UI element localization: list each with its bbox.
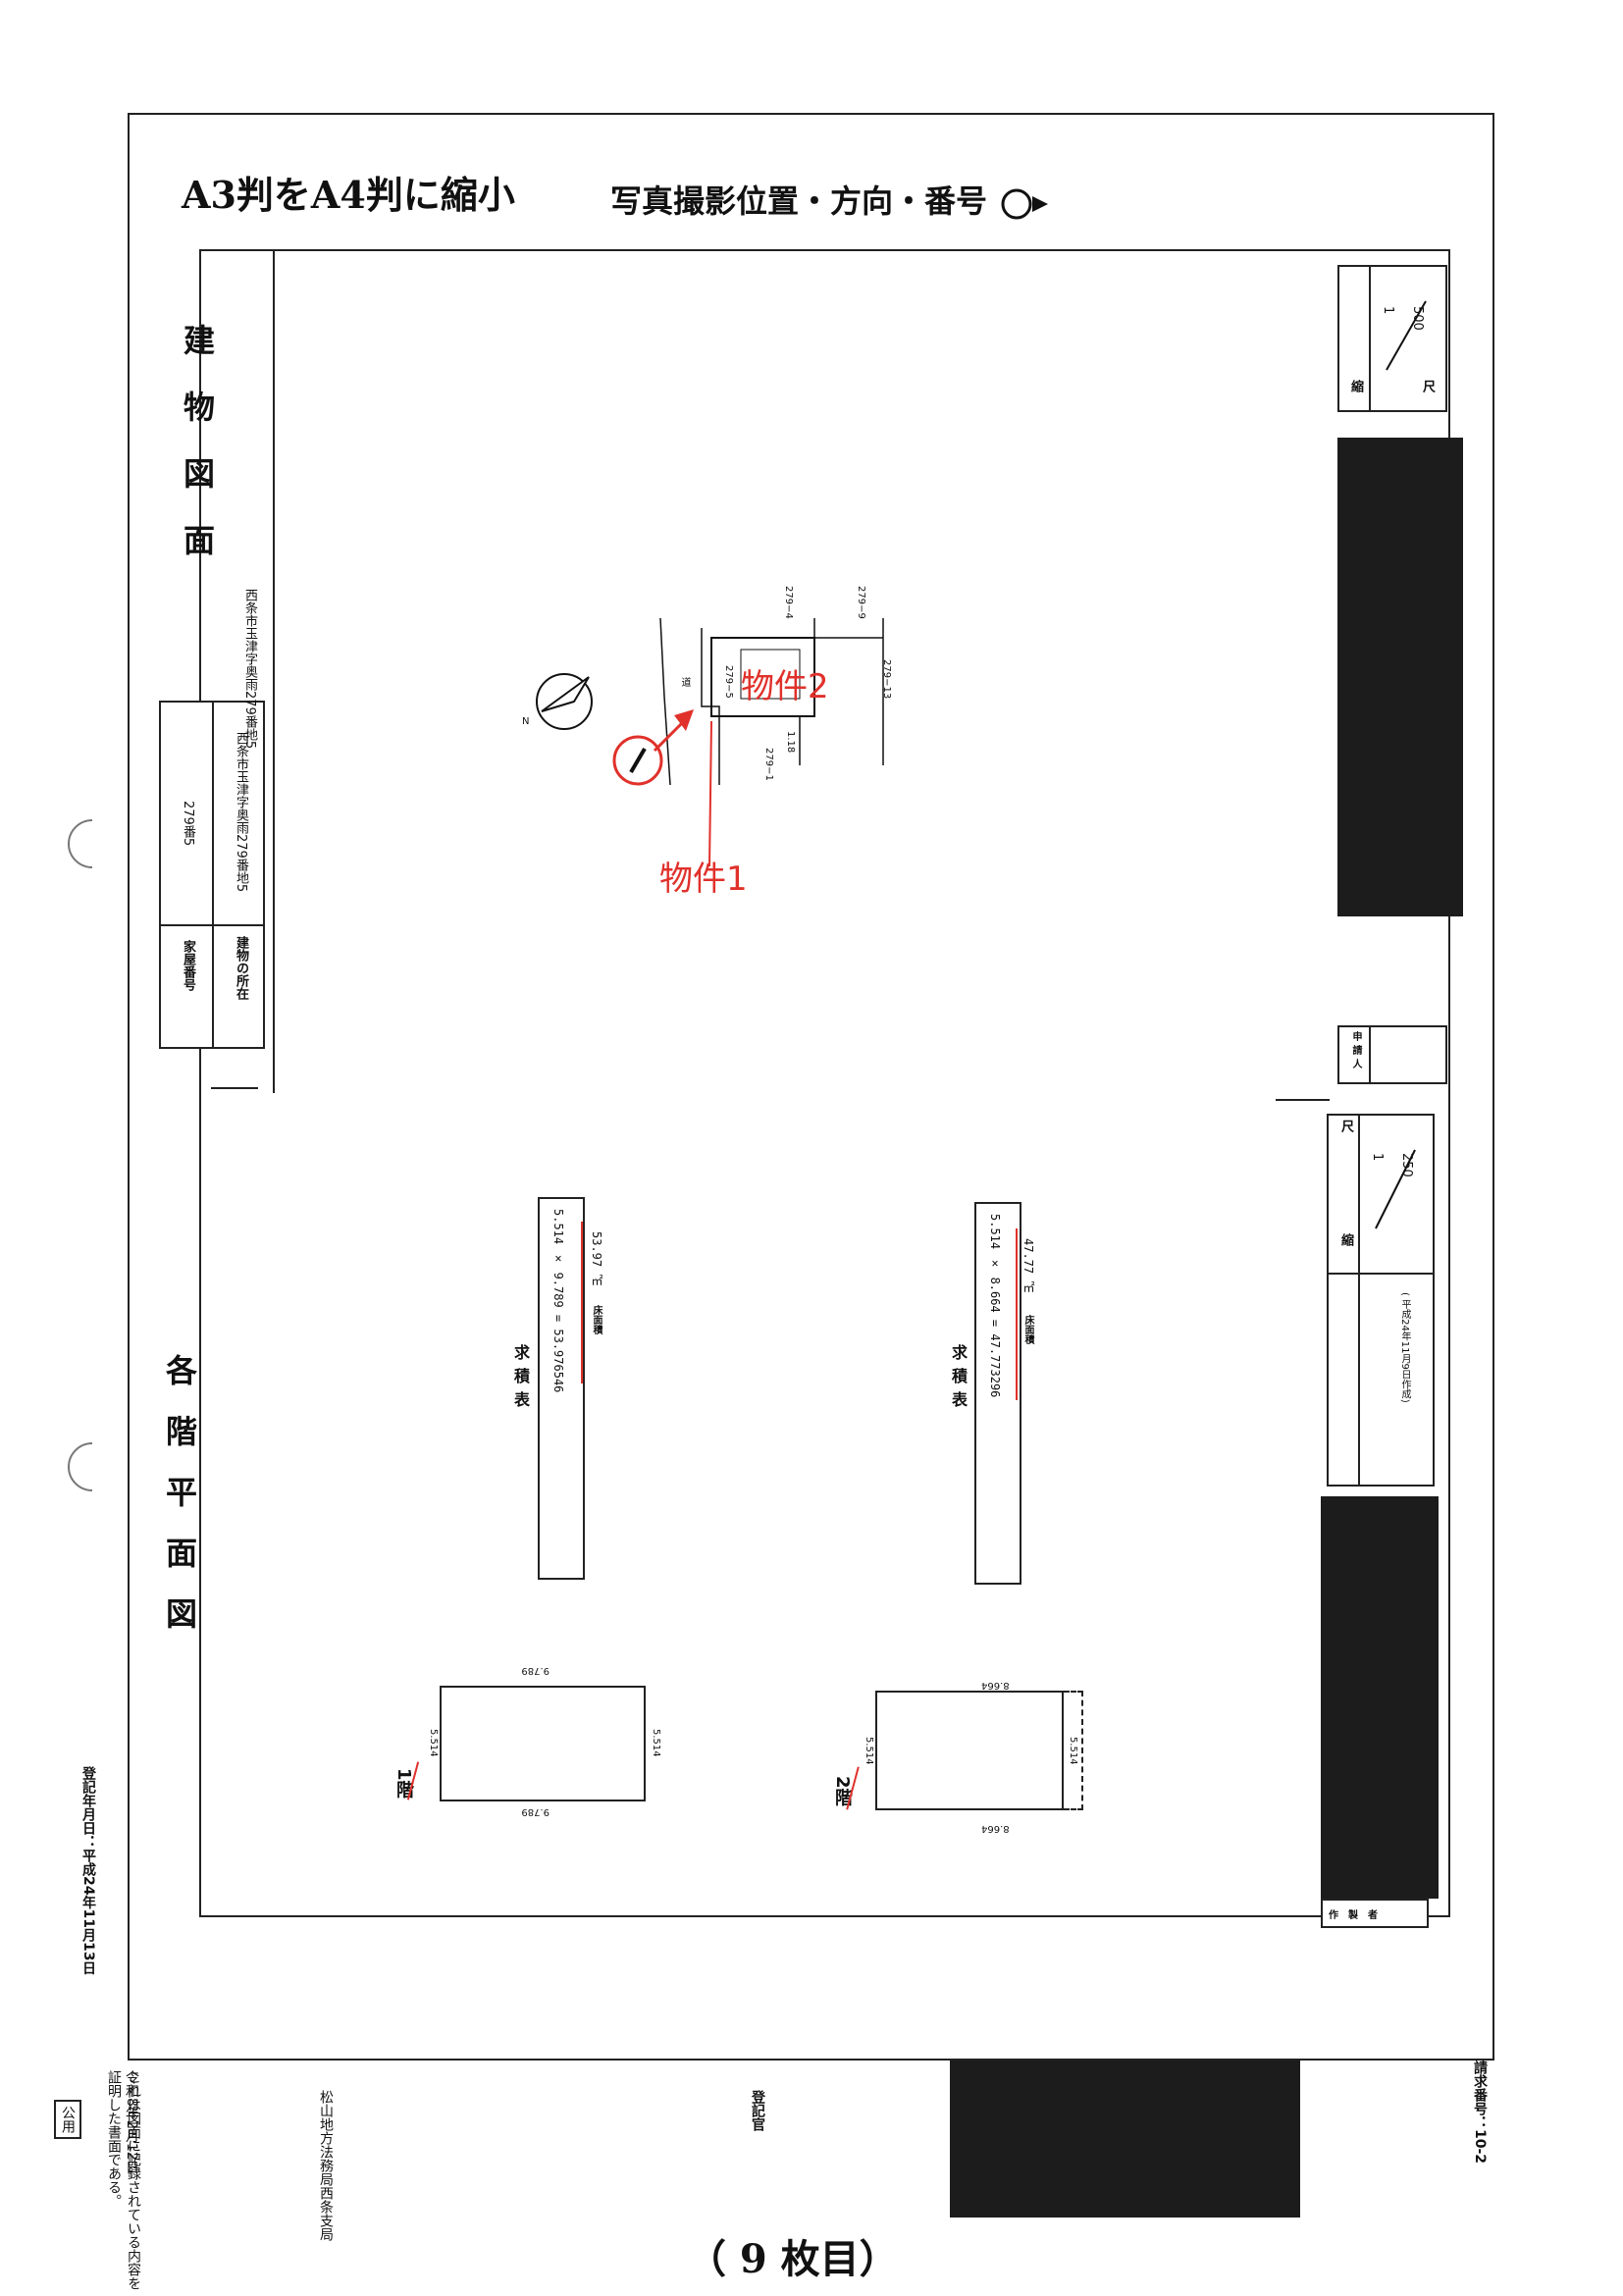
house-number-label: 家屋番号 [181, 940, 195, 991]
camera-position-marker [612, 709, 712, 867]
property-1-annotation: 物件1 [659, 860, 748, 899]
red-underline [1016, 1228, 1018, 1400]
floor-2-dim-right: 5.514 [1068, 1737, 1078, 1765]
area-table-2-title: 求積表 [949, 1344, 968, 1415]
lot-279-9: 279−9 [856, 586, 866, 619]
building-plan-title: 建物図面 [179, 324, 216, 591]
area-table-1: 5.514 × 9.789 = 53.976546 [538, 1197, 585, 1580]
lot-279-13: 279−13 [881, 659, 892, 700]
floor-2-label: 2階 [832, 1776, 853, 1806]
lot-dimension: 1.18 [785, 731, 796, 754]
redacted-block [1337, 438, 1463, 916]
lot-279-4: 279−4 [783, 586, 794, 619]
request-number: 請求番号：10-2 [1472, 2061, 1488, 2165]
floor-2-outline [875, 1691, 1064, 1810]
scale-denominator: 500 [1410, 306, 1425, 331]
punch-hole-icon [68, 819, 93, 868]
location-value: 西条市玉津字奥雨279番地5 [234, 732, 248, 893]
certify-line-2: 令和8年2月12日 [124, 2070, 139, 2174]
applicant-box: 申請人 [1337, 1025, 1447, 1084]
floor-1-dim-top: 9.789 [521, 1665, 550, 1676]
road-label: 道 [679, 677, 690, 687]
floor-2-dim-bottom: 8.664 [981, 1823, 1010, 1834]
scale-box-top: 縮 尺 1 500 [1337, 265, 1447, 412]
scale-numerator: 1 [1381, 306, 1395, 315]
floor-1-dim-right: 5.514 [651, 1729, 661, 1757]
area-result-1: 53.97 ㎡ [590, 1231, 603, 1286]
title-strip-divider [273, 249, 275, 1093]
area-result-label-1: 床面積 [591, 1305, 602, 1334]
north-arrow-icon [536, 673, 593, 730]
location-value-top: 西条市玉津字奥雨279番地5 [242, 589, 257, 750]
floor-2-dim-left: 5.514 [864, 1737, 874, 1765]
lot-279-1: 279−1 [763, 748, 774, 781]
scale-box-bottom: 縮 尺 1 250 ( 平成24年11月9日作成) [1327, 1114, 1435, 1487]
punch-hole-icon [68, 1442, 93, 1491]
reduction-note: A3判をA4判に縮小 [182, 173, 515, 217]
redacted-seal [950, 2061, 1300, 2218]
maker-label: 作製者 [1329, 1910, 1387, 1921]
floor-2-upper-outline [1064, 1691, 1083, 1810]
registry-office: 松山地方法務局西条支局 [318, 2090, 334, 2241]
tick-mark [1276, 1099, 1330, 1101]
floor-1-dim-bottom: 9.789 [521, 1806, 550, 1817]
applicant-label: 申請人 [1350, 1031, 1361, 1072]
public-stamp: 公用 [54, 2100, 81, 2139]
registration-date: 登記年月日：平成24年11月13日 [80, 1766, 96, 1975]
photo-position-note: 写真撮影位置・方向・番号 [610, 183, 988, 220]
area-formula-1: 5.514 × 9.789 = 53.976546 [551, 1209, 565, 1393]
site-map [659, 617, 884, 785]
info-table: 家屋番号 279番5 建物の所在 西条市玉津字奥雨279番地5 [159, 701, 265, 1049]
area-formula-2: 5.514 × 8.664 = 47.773296 [988, 1214, 1002, 1398]
tick-mark [211, 1087, 258, 1089]
red-underline [581, 1222, 583, 1383]
floor-1-dim-left: 5.514 [428, 1729, 439, 1757]
area-result-2: 47.77 ㎡ [1021, 1238, 1035, 1293]
lot-279-5: 279−5 [723, 665, 734, 699]
floor-1-outline [440, 1686, 646, 1801]
area-result-label-2: 床面積 [1022, 1315, 1033, 1344]
redacted-block [1321, 1496, 1439, 1899]
north-label: N [522, 716, 530, 727]
maker-box: 作製者 [1321, 1899, 1429, 1928]
creation-date: ( 平成24年11月9日作成) [1399, 1292, 1410, 1403]
certify-line-1: これは図面に記録されている内容を証明した書面である。 [106, 2070, 141, 2290]
page-count: （ 9 枚目） [687, 2236, 899, 2282]
drawing-frame [199, 249, 1450, 1917]
property-2-annotation: 物件2 [741, 667, 829, 706]
camera-direction-icon [1001, 188, 1048, 220]
floor-2-dim-top: 8.664 [981, 1680, 1010, 1691]
registrar-label: 登記官 [750, 2090, 765, 2131]
location-label: 建物の所在 [234, 936, 248, 1000]
house-number-value: 279番5 [181, 801, 195, 847]
area-table-2: 5.514 × 8.664 = 47.773296 [974, 1202, 1021, 1585]
floor-plan-title: 各階平面図 [161, 1354, 198, 1658]
area-table-1-title: 求積表 [511, 1344, 530, 1415]
document-frame [128, 113, 1494, 2061]
